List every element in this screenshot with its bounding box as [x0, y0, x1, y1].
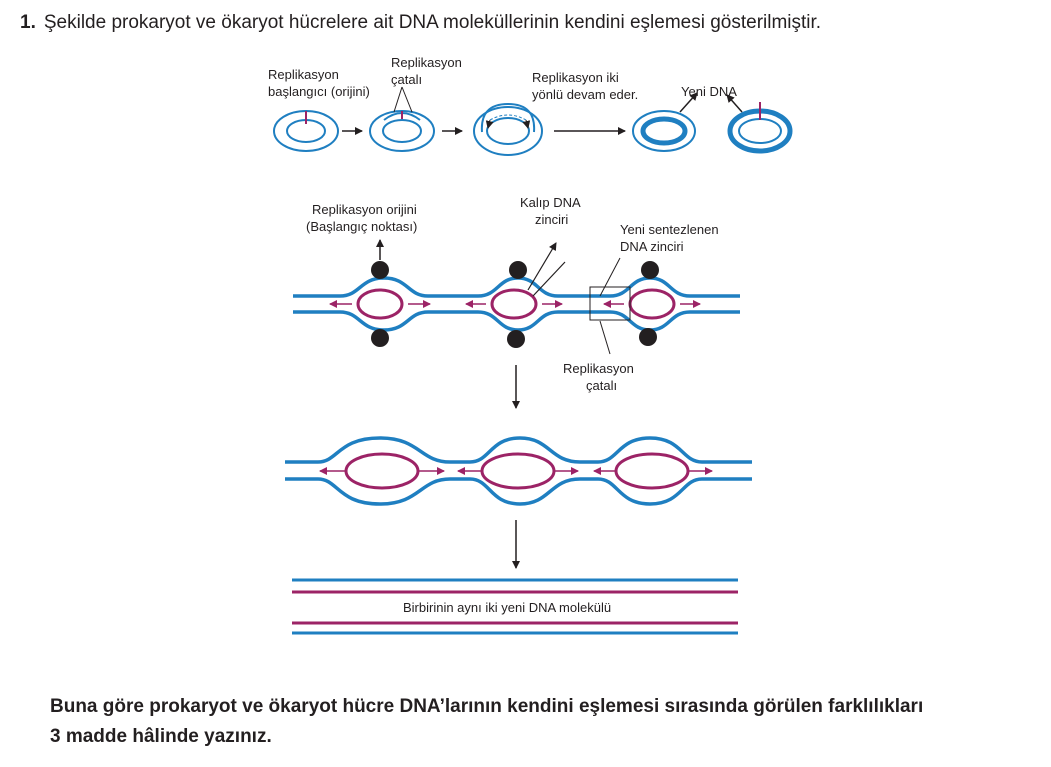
label-prok-origin-2: başlangıcı (orijini): [268, 84, 370, 99]
label-euk-origin-2: (Başlangıç noktası): [306, 219, 417, 234]
eukaryote-stage-3: [292, 578, 738, 635]
eukaryote-stage-1: [293, 261, 740, 348]
question-text: Şekilde prokaryot ve ökaryot hücrelere a…: [43, 12, 822, 33]
label-prok-new-dna: Yeni DNA: [681, 84, 737, 99]
circular-dna-stage-3: [473, 102, 543, 156]
label-prok-bidirectional-2: yönlü devam eder.: [532, 87, 638, 102]
label-euk-new-strand-1: Yeni sentezlenen: [620, 222, 719, 237]
origin-marker: [641, 261, 659, 279]
prokaryote-diagram: [273, 86, 793, 156]
replication-bubble-4: [344, 452, 420, 490]
label-prok-bidirectional-1: Replikasyon iki: [532, 70, 619, 85]
question-prompt-line-2: 3 madde hâlinde yazınız.: [50, 726, 272, 747]
circular-dna-stage-5: [727, 102, 793, 154]
fork-pointer-left: [393, 86, 403, 113]
pointer-template: [527, 242, 557, 291]
fork-pointer-right: [401, 86, 413, 113]
arrow-to-new-dna-left: [679, 92, 698, 113]
template-strand-top-2: [285, 436, 752, 464]
template-strand-bottom: [293, 310, 740, 332]
origin-markers: [371, 261, 659, 348]
template-strand-top: [293, 276, 740, 298]
question-header: 1. Şekilde prokaryot ve ökaryot hücrelere…: [20, 12, 821, 34]
label-prok-fork-1: Replikasyon: [391, 55, 462, 70]
replication-bubble-6: [614, 452, 690, 490]
question-prompt: Buna göre prokaryot ve ökaryot hücre DNA…: [50, 692, 1040, 752]
label-euk-result: Birbirinin aynı iki yeni DNA molekülü: [403, 600, 611, 615]
label-euk-new-strand-2: DNA zinciri: [620, 239, 684, 254]
origin-marker: [509, 261, 527, 279]
pointer-new-strand: [599, 257, 621, 297]
origin-marker: [371, 329, 389, 347]
label-prok-fork-2: çatalı: [391, 72, 422, 87]
pointer-template-2: [532, 261, 566, 297]
template-strand-bottom-2: [285, 477, 752, 506]
label-euk-template-1: Kalıp DNA: [520, 195, 581, 210]
arrow-to-new-dna-right: [726, 94, 743, 113]
replication-bubble-1: [356, 288, 404, 320]
eukaryote-stage-2: [285, 436, 752, 506]
replication-bubble-2: [490, 288, 538, 320]
circular-dna-stage-1: [273, 110, 339, 152]
pointer-fork: [599, 320, 611, 355]
label-euk-template-2: zinciri: [535, 212, 568, 227]
label-euk-origin-1: Replikasyon orijini: [312, 202, 417, 217]
origin-marker: [639, 328, 657, 346]
fork-highlight-box: [589, 286, 631, 321]
circular-dna-stage-4: [632, 110, 696, 152]
label-euk-fork-1: Replikasyon: [563, 361, 634, 376]
replication-bubble-3: [628, 288, 676, 320]
question-number: 1.: [20, 12, 36, 33]
origin-marker: [507, 330, 525, 348]
label-prok-origin-1: Replikasyon: [268, 67, 339, 82]
label-euk-fork-2: çatalı: [586, 378, 617, 393]
circular-dna-stage-2: [369, 110, 435, 152]
question-prompt-line-1: Buna göre prokaryot ve ökaryot hücre DNA…: [50, 696, 924, 717]
origin-marker: [371, 261, 389, 279]
replication-bubble-5: [480, 452, 556, 490]
